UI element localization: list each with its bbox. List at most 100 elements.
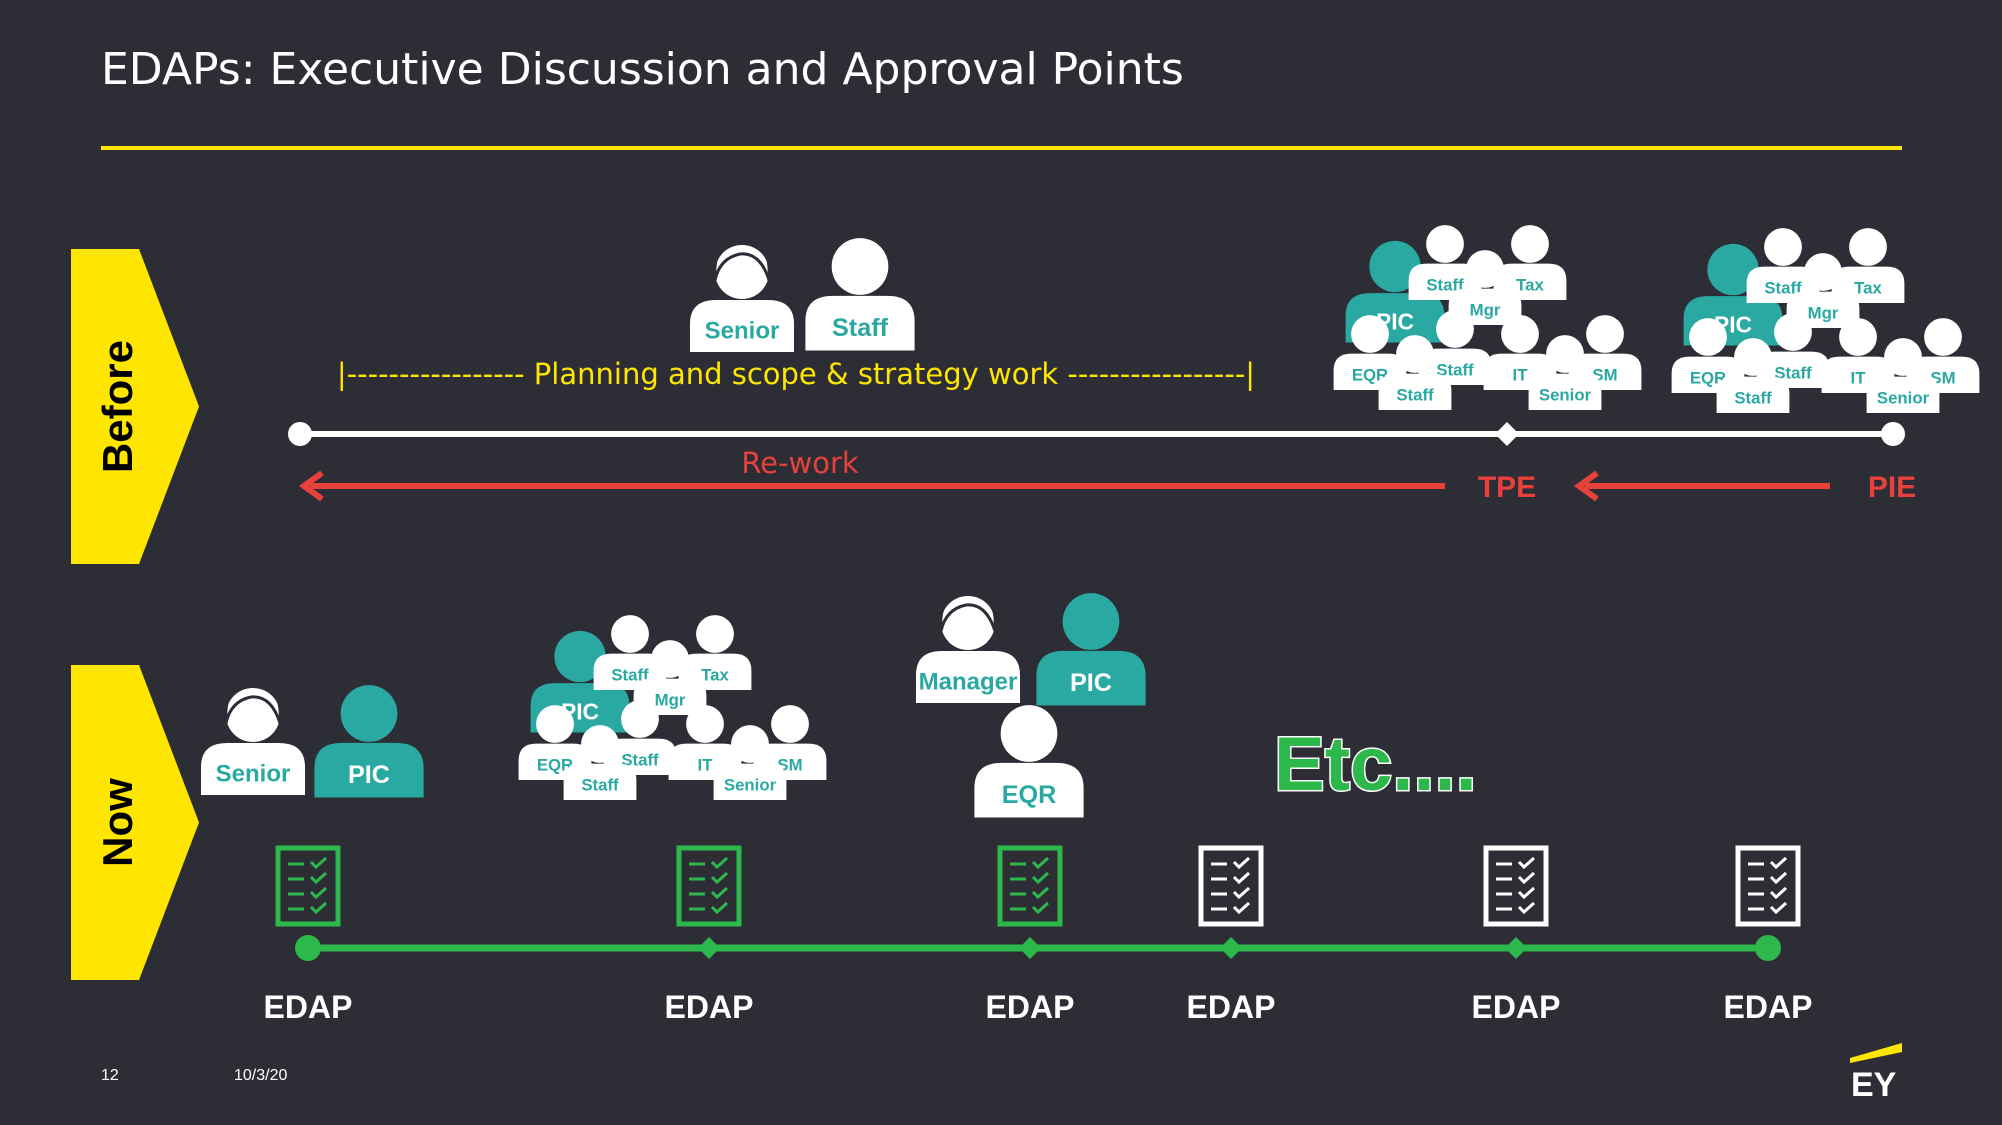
checklist-frame	[1198, 845, 1264, 927]
before-team-pie-staff1-head	[1764, 228, 1802, 266]
before-team-tpe-tax-label: Tax	[1516, 275, 1544, 294]
edap-marker	[1220, 937, 1242, 959]
etc-text: Etc....	[1274, 722, 1477, 807]
before-team-tpe-tax-head	[1511, 225, 1549, 263]
ey-logo-beam	[1850, 1043, 1902, 1063]
checklist-tick	[1232, 901, 1251, 915]
checklist-tick	[1031, 871, 1050, 885]
before-team-pie-sm-head	[1924, 318, 1962, 356]
checklist-icon	[1198, 845, 1264, 927]
checklist-icon	[275, 845, 341, 927]
now-group3-pic-person-head	[1062, 593, 1120, 650]
before-team-pie-staff2-head	[1774, 313, 1812, 351]
rework-label: Re-work	[741, 446, 859, 480]
before-timeline-end	[1881, 422, 1905, 446]
before-team-pie-eqr-label: EQR	[1690, 368, 1726, 387]
before-team-pie-staff3-head	[1734, 338, 1772, 376]
before-team-pie-mgr-label: Mgr	[1808, 303, 1839, 322]
before-team-pie-senior-label: Senior	[1877, 388, 1930, 407]
slide-title: EDAPs: Executive Discussion and Approval…	[101, 44, 1184, 95]
before-team-pie-sm-label: SM	[1930, 368, 1955, 387]
now-senior-person-label: Senior	[216, 760, 291, 787]
now-team-cluster-staff3-body	[563, 763, 637, 800]
before-team-pie-senior: Senior	[1866, 338, 1940, 413]
ey-logo: EY	[1850, 1043, 1902, 1104]
rework-arrow-head	[298, 470, 324, 502]
now-group3-pic-person: PIC	[1036, 593, 1146, 706]
checklist-frame	[676, 845, 742, 927]
checklist-tick	[1517, 871, 1536, 885]
before-senior-person-body	[690, 300, 794, 352]
before-team-tpe-staff2-head	[1436, 310, 1474, 348]
before-team-pie-senior-body	[1866, 376, 1940, 413]
now-eqr-person: EQR	[974, 705, 1084, 818]
before-team-tpe-eqr-label: EQR	[1352, 365, 1388, 384]
now-eqr-person-head	[1000, 705, 1058, 762]
checklist-icon	[676, 845, 742, 927]
before-team-tpe-staff3-label: Staff	[1396, 385, 1434, 404]
before-team-pie-senior-head	[1884, 338, 1922, 376]
before-team-pie-it-label: IT	[1851, 368, 1867, 387]
before-team-tpe-staff3: Staff	[1378, 335, 1452, 410]
before-timeline-start	[288, 422, 312, 446]
now-team-cluster-it-label: IT	[698, 755, 714, 774]
checklist-tick	[1769, 871, 1788, 885]
tpe-marker	[1495, 422, 1519, 446]
before-team-tpe-staff3-head	[1396, 335, 1434, 373]
checklist-tick	[1769, 856, 1788, 870]
checklist-tick	[1232, 871, 1251, 885]
pie-label: PIE	[1868, 471, 1916, 504]
now-team-cluster-eqr-head	[536, 705, 574, 743]
before-team-pie-eqr-head	[1689, 318, 1727, 356]
before-team-pie-it-head	[1839, 318, 1877, 356]
now-senior-person: Senior	[201, 683, 305, 795]
edap-marker	[1019, 937, 1041, 959]
checklist-tick	[1031, 886, 1050, 900]
checklist-tick	[1031, 901, 1050, 915]
before-team-tpe-it-label: IT	[1513, 365, 1529, 384]
now-team-cluster-senior-label: Senior	[724, 775, 777, 794]
now-group3-pic-person-body	[1036, 650, 1146, 706]
now-team-cluster-staff3-head	[581, 725, 619, 763]
now-team-cluster-it-head	[686, 705, 724, 743]
edap-marker	[1755, 935, 1781, 961]
now-team-cluster-staff2-head	[621, 700, 659, 738]
now-manager-person-hair	[939, 591, 997, 632]
checklist-tick	[1769, 901, 1788, 915]
checklist-tick	[1517, 886, 1536, 900]
now-team-cluster-staff3-label: Staff	[581, 775, 619, 794]
checklist-tick	[309, 901, 328, 915]
before-team-tpe-senior-label: Senior	[1539, 385, 1592, 404]
before-team-tpe-it-head	[1501, 315, 1539, 353]
edap-marker	[698, 937, 720, 959]
now-senior-person-hair	[224, 683, 282, 724]
checklist-frame	[997, 845, 1063, 927]
checklist-tick	[1769, 886, 1788, 900]
now-pic-person-label: PIC	[348, 761, 390, 789]
edap-label: EDAP	[1724, 989, 1813, 1025]
now-label: Now	[94, 778, 141, 867]
before-team-tpe-senior-body	[1528, 373, 1602, 410]
checklist-tick	[1031, 856, 1050, 870]
now-team-cluster-staff1-head	[611, 615, 649, 653]
checklist-frame	[1735, 845, 1801, 927]
title-underline	[101, 146, 1902, 150]
now-manager-person-label: Manager	[919, 668, 1018, 695]
checklist-tick	[710, 901, 729, 915]
before-team-pie-pic-head	[1707, 243, 1759, 296]
now-eqr-person-label: EQR	[1002, 781, 1057, 809]
before-team-pie-tax-label: Tax	[1854, 278, 1882, 297]
before-team-tpe-senior: Senior	[1528, 335, 1602, 410]
before-team-tpe-staff3-body	[1378, 373, 1452, 410]
now-team-cluster-eqr-label: EQR	[537, 755, 573, 774]
before-staff-person: Staff	[805, 238, 915, 351]
checklist-tick	[710, 886, 729, 900]
edap-label: EDAP	[1187, 989, 1276, 1025]
checklist-tick	[1232, 886, 1251, 900]
before-team-tpe-staff1-head	[1426, 225, 1464, 263]
now-pic-person: PIC	[314, 685, 424, 798]
before-staff-person-body	[805, 295, 915, 351]
before-team-tpe-pic-head	[1369, 240, 1421, 293]
edap-label: EDAP	[665, 989, 754, 1025]
